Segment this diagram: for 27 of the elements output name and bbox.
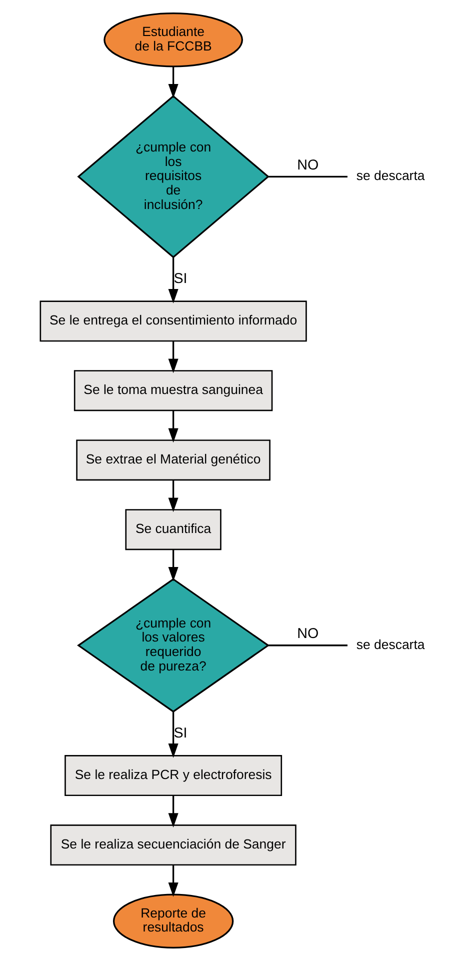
node-box: Se le realiza secuenciación de Sanger — [50, 824, 296, 866]
node-box: Se extrae el Material genético — [76, 440, 270, 481]
arrow — [168, 66, 178, 98]
arrow — [168, 410, 178, 443]
node-diamond: ¿cumple con los requisitos de inclusión? — [76, 95, 269, 258]
node-box: Se le entrega el consentimiento informado — [39, 300, 306, 342]
edge-label: SI — [173, 270, 187, 287]
arrow — [168, 480, 178, 512]
connector — [268, 644, 347, 646]
arrow — [168, 549, 178, 582]
connector — [268, 176, 347, 178]
node-box: Se le realiza PCR y electroforesis — [64, 755, 282, 796]
edge-label: NO — [296, 157, 318, 174]
node-ellipse: Estudiante de la FCCBB — [103, 12, 243, 68]
edge-label: NO — [296, 626, 318, 642]
edge-label: SI — [173, 725, 187, 742]
arrow — [168, 796, 178, 828]
node-text: se descarta — [356, 636, 424, 652]
arrow — [168, 865, 178, 897]
node-box: Se cuantifica — [124, 509, 221, 550]
node-text: se descarta — [356, 168, 424, 184]
arrow — [168, 712, 178, 758]
node-ellipse: Reporte de resultados — [112, 894, 234, 949]
arrow — [168, 257, 178, 304]
arrow — [168, 341, 178, 374]
node-box: Se le toma muestra sanguinea — [73, 370, 272, 412]
node-diamond: ¿cumple con los valores requerido de pureza? — [76, 578, 270, 713]
